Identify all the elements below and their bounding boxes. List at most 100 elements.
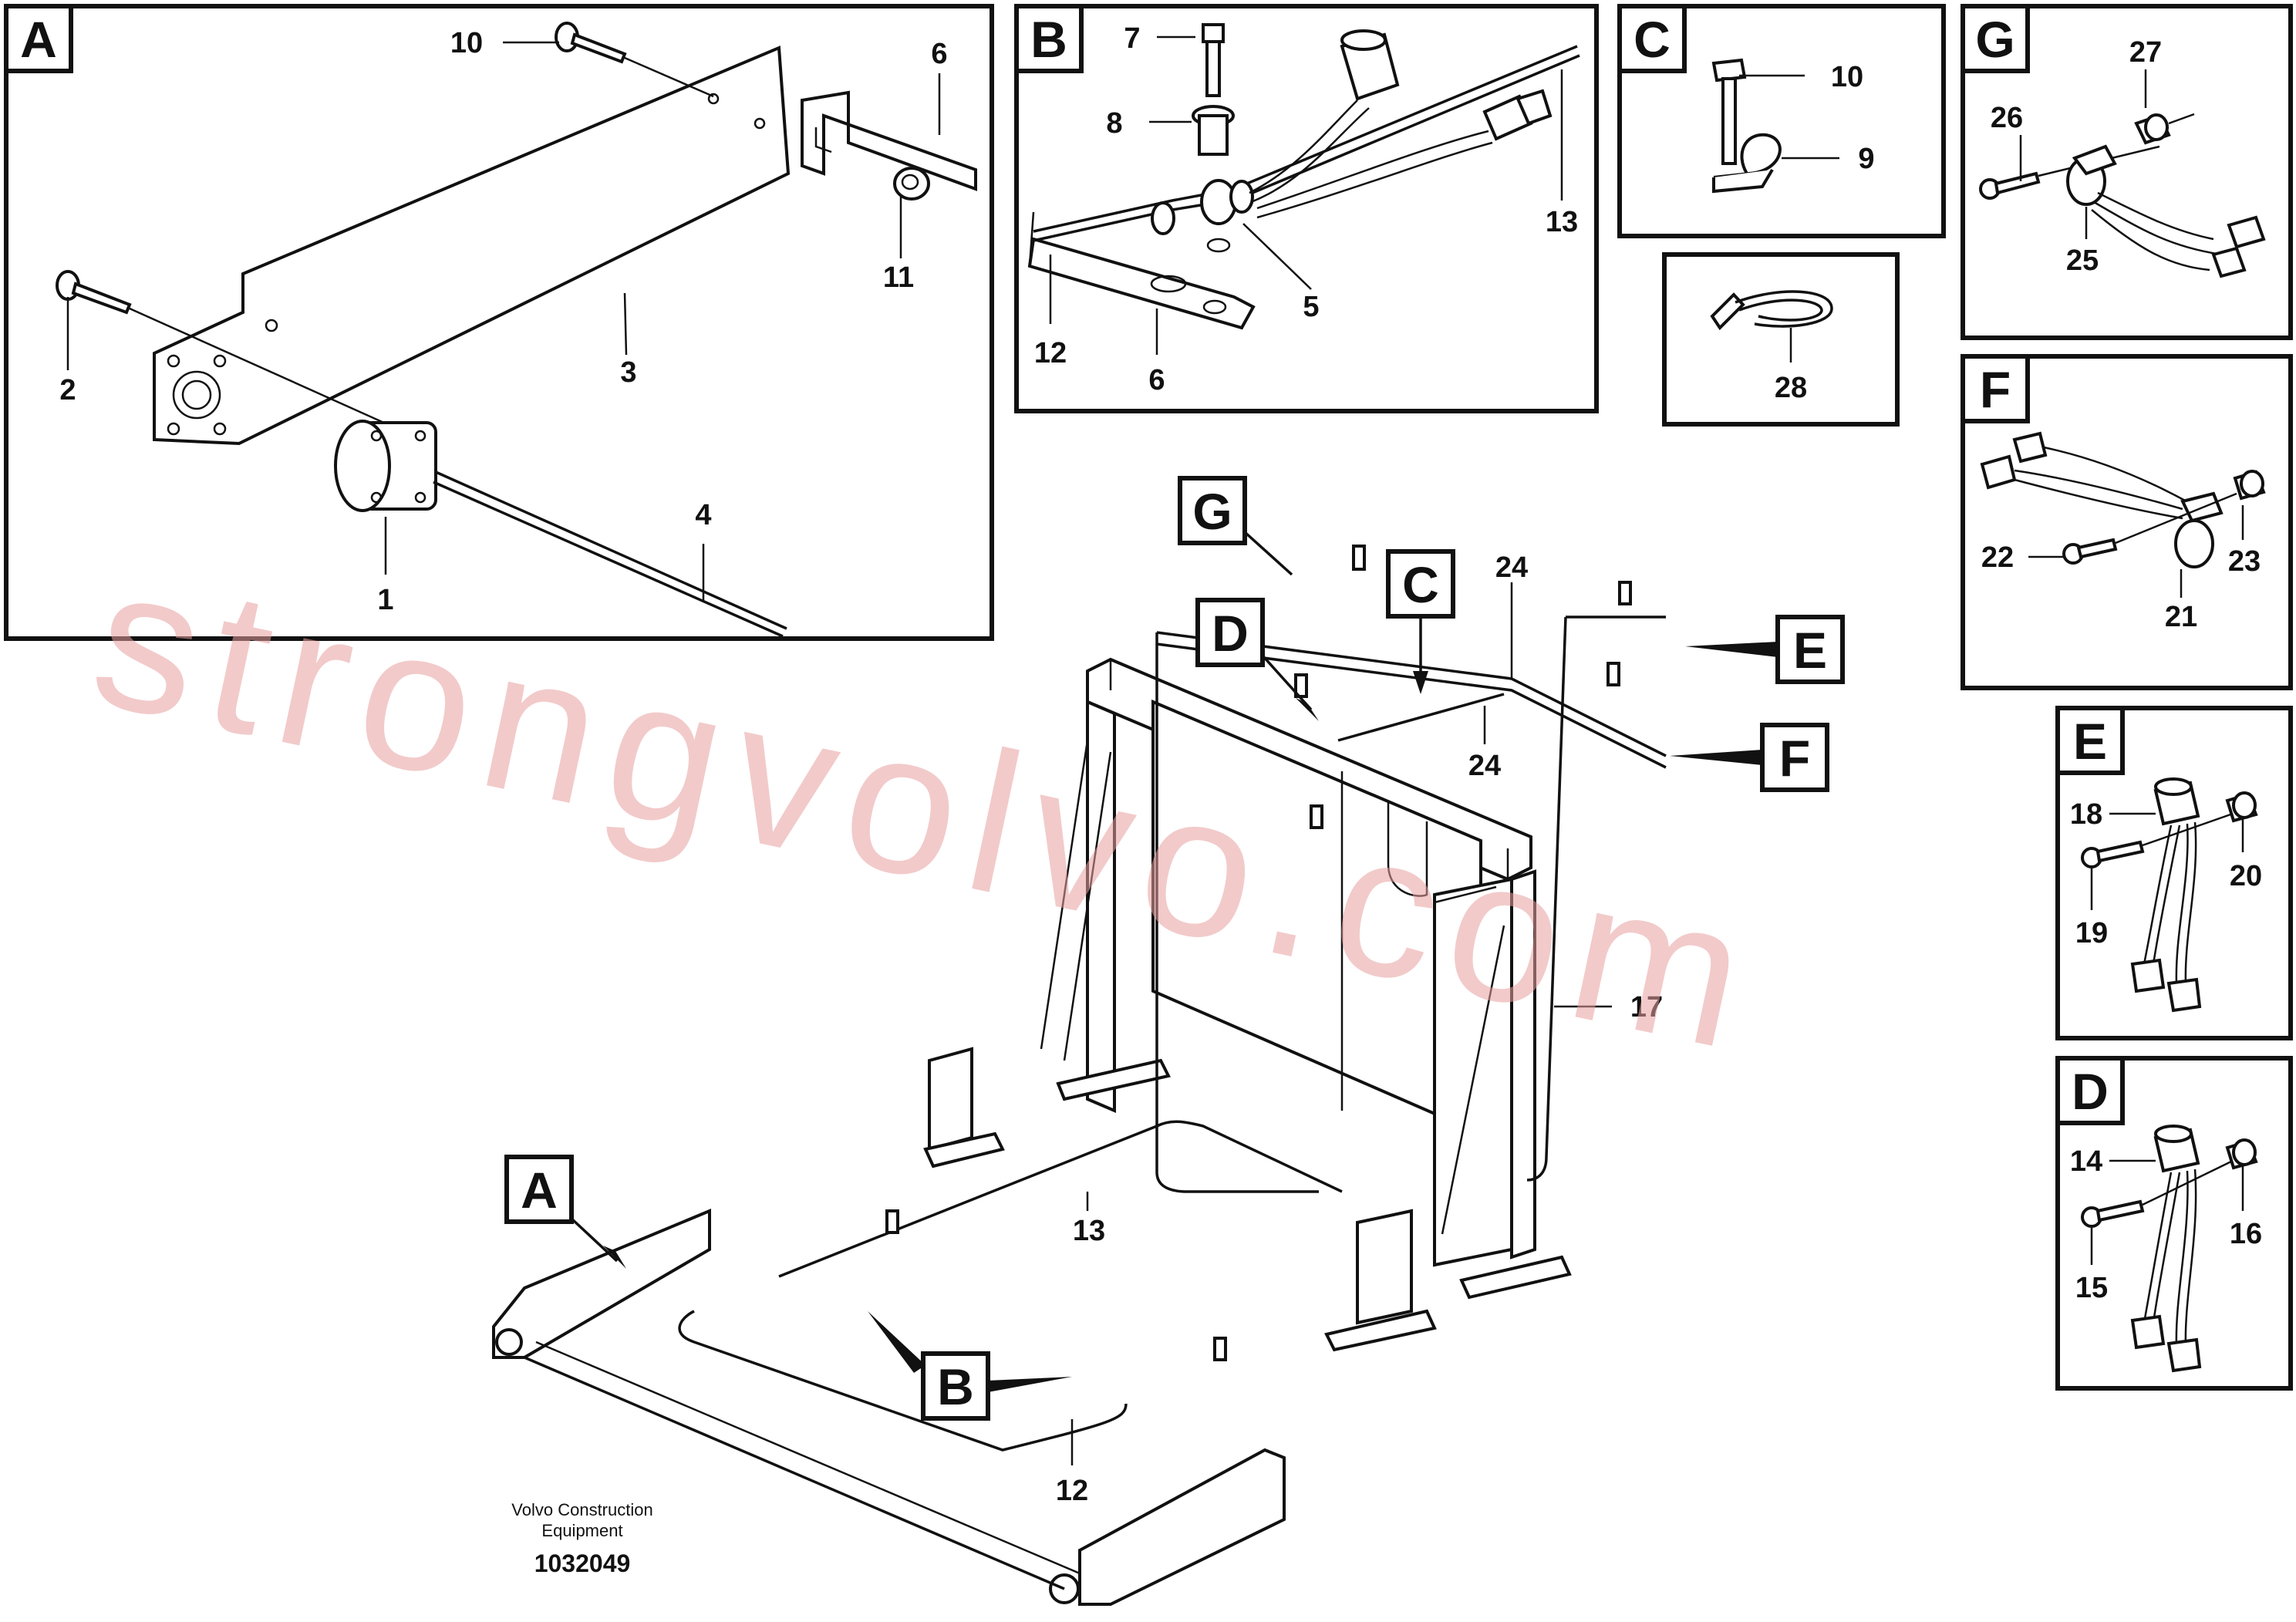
callout-f[interactable]: F: [1670, 723, 1829, 792]
clamp-icon: [1151, 179, 1254, 253]
bolt-icon: [56, 270, 132, 315]
label-3: 3: [620, 356, 636, 389]
bolt-icon: [1202, 23, 1225, 97]
label-6: 6: [1148, 364, 1165, 396]
bolt-icon: [1711, 58, 1747, 165]
label-7: 7: [1124, 22, 1140, 55]
plug-icon: [2211, 215, 2266, 278]
plug-icon: [1482, 89, 1553, 141]
label-2: 2: [59, 374, 76, 406]
callout-c[interactable]: C: [1386, 549, 1455, 694]
svg-text:A: A: [521, 1162, 558, 1219]
harness-13: [778, 1120, 1343, 1278]
detail-panel-f: F 22 23 21: [1961, 354, 2293, 690]
detail-panel-b: B: [1014, 4, 1599, 413]
label-1: 1: [377, 584, 393, 616]
label-4: 4: [695, 499, 711, 531]
drawing-number: 1032049: [534, 1549, 631, 1577]
cable-tie-icon: [1710, 290, 1833, 331]
label-27: 27: [2129, 36, 2162, 69]
caption-line-1: Volvo Construction: [511, 1500, 652, 1519]
svg-text:E: E: [1793, 622, 1827, 679]
harness-12: [678, 1310, 1128, 1452]
main-assembly: G D C E F A: [492, 476, 1845, 1606]
bracket-plate: [153, 46, 791, 446]
mounting-flat-bar: [1027, 237, 1256, 330]
plug-icon: [2130, 1314, 2202, 1373]
label-22: 22: [1981, 541, 2014, 574]
label-23: 23: [2228, 545, 2261, 578]
clamp-icon: [2153, 1125, 2200, 1173]
label-17: 17: [1630, 991, 1663, 1023]
spacer-icon: [2134, 113, 2171, 145]
spacer-icon: [2233, 470, 2266, 501]
detail-panel-d: D 14 16 15: [2055, 1056, 2293, 1391]
spacer-icon: [1192, 105, 1235, 156]
bolt-icon: [2081, 840, 2145, 868]
frame-foot: [928, 1047, 973, 1152]
detail-panel-e: E 18 20 19: [2055, 706, 2293, 1040]
label-13: 13: [1073, 1215, 1105, 1247]
svg-text:G: G: [1192, 483, 1232, 540]
clamp-icon: [2174, 491, 2224, 568]
panel-d-letter: D: [2072, 1063, 2109, 1120]
plug-icon: [2130, 958, 2202, 1013]
label-24-upper: 24: [1495, 551, 1528, 584]
frame-left-leg: [1086, 699, 1116, 1114]
detail-panel-a: A: [4, 4, 994, 641]
spacer-icon: [2225, 1138, 2258, 1170]
p-clamp-icon: [1712, 133, 1782, 194]
plug-icon: [1980, 431, 2048, 490]
svg-text:C: C: [1402, 556, 1439, 613]
svg-text:D: D: [1212, 605, 1249, 662]
callout-g[interactable]: G: [1178, 476, 1303, 586]
connector-icon: [334, 420, 437, 512]
label-10: 10: [1831, 61, 1863, 93]
label-13: 13: [1546, 206, 1578, 238]
label-21: 21: [2165, 601, 2197, 633]
label-5: 5: [1303, 291, 1319, 323]
label-6: 6: [931, 38, 947, 70]
label-26: 26: [1991, 102, 2023, 134]
watermark: strongvolvo.com: [76, 524, 1778, 1094]
detail-panel-g: G 27 26 25: [1961, 4, 2293, 340]
caption-line-2: Equipment: [541, 1521, 622, 1540]
svg-text:F: F: [1779, 730, 1810, 787]
callout-d[interactable]: D: [1195, 598, 1319, 721]
callout-e[interactable]: E: [1685, 615, 1845, 684]
label-19: 19: [2075, 917, 2108, 949]
label-9: 9: [1858, 143, 1874, 175]
caption: Volvo Construction Equipment 1032049: [511, 1500, 652, 1577]
label-18: 18: [2070, 798, 2102, 831]
label-20: 20: [2230, 860, 2262, 892]
label-25: 25: [2066, 244, 2099, 277]
panel-b-letter: B: [1030, 11, 1067, 68]
panel-a-letter: A: [20, 11, 57, 68]
svg-text:B: B: [937, 1358, 974, 1415]
detail-panel-c: C 10 9: [1617, 4, 1946, 238]
callout-b[interactable]: B: [868, 1311, 1072, 1421]
panel-e-letter: E: [2073, 713, 2107, 770]
label-16: 16: [2230, 1218, 2262, 1250]
detail-panel-cable-tie: 28: [1662, 252, 1900, 427]
label-28: 28: [1775, 372, 1807, 404]
label-14: 14: [2070, 1145, 2102, 1178]
bolt-icon: [2081, 1199, 2145, 1228]
label-12: 12: [1056, 1475, 1088, 1507]
nut-icon: [893, 167, 930, 201]
label-15: 15: [2075, 1272, 2108, 1304]
panel-c-letter: C: [1633, 11, 1671, 68]
bolt-icon: [2062, 538, 2118, 565]
lamp-bracket: [1078, 1448, 1286, 1606]
spacer-icon: [2225, 791, 2258, 823]
clamp-icon: [2066, 144, 2117, 206]
label-12: 12: [1034, 337, 1067, 369]
harness-17: [1526, 616, 1567, 1182]
label-11: 11: [883, 261, 914, 294]
bolt-icon: [555, 22, 627, 64]
panel-g-letter: G: [1975, 11, 2014, 68]
callout-a[interactable]: A: [504, 1155, 626, 1269]
clamp-icon: [2153, 777, 2200, 826]
panel-f-letter: F: [1980, 361, 2011, 418]
